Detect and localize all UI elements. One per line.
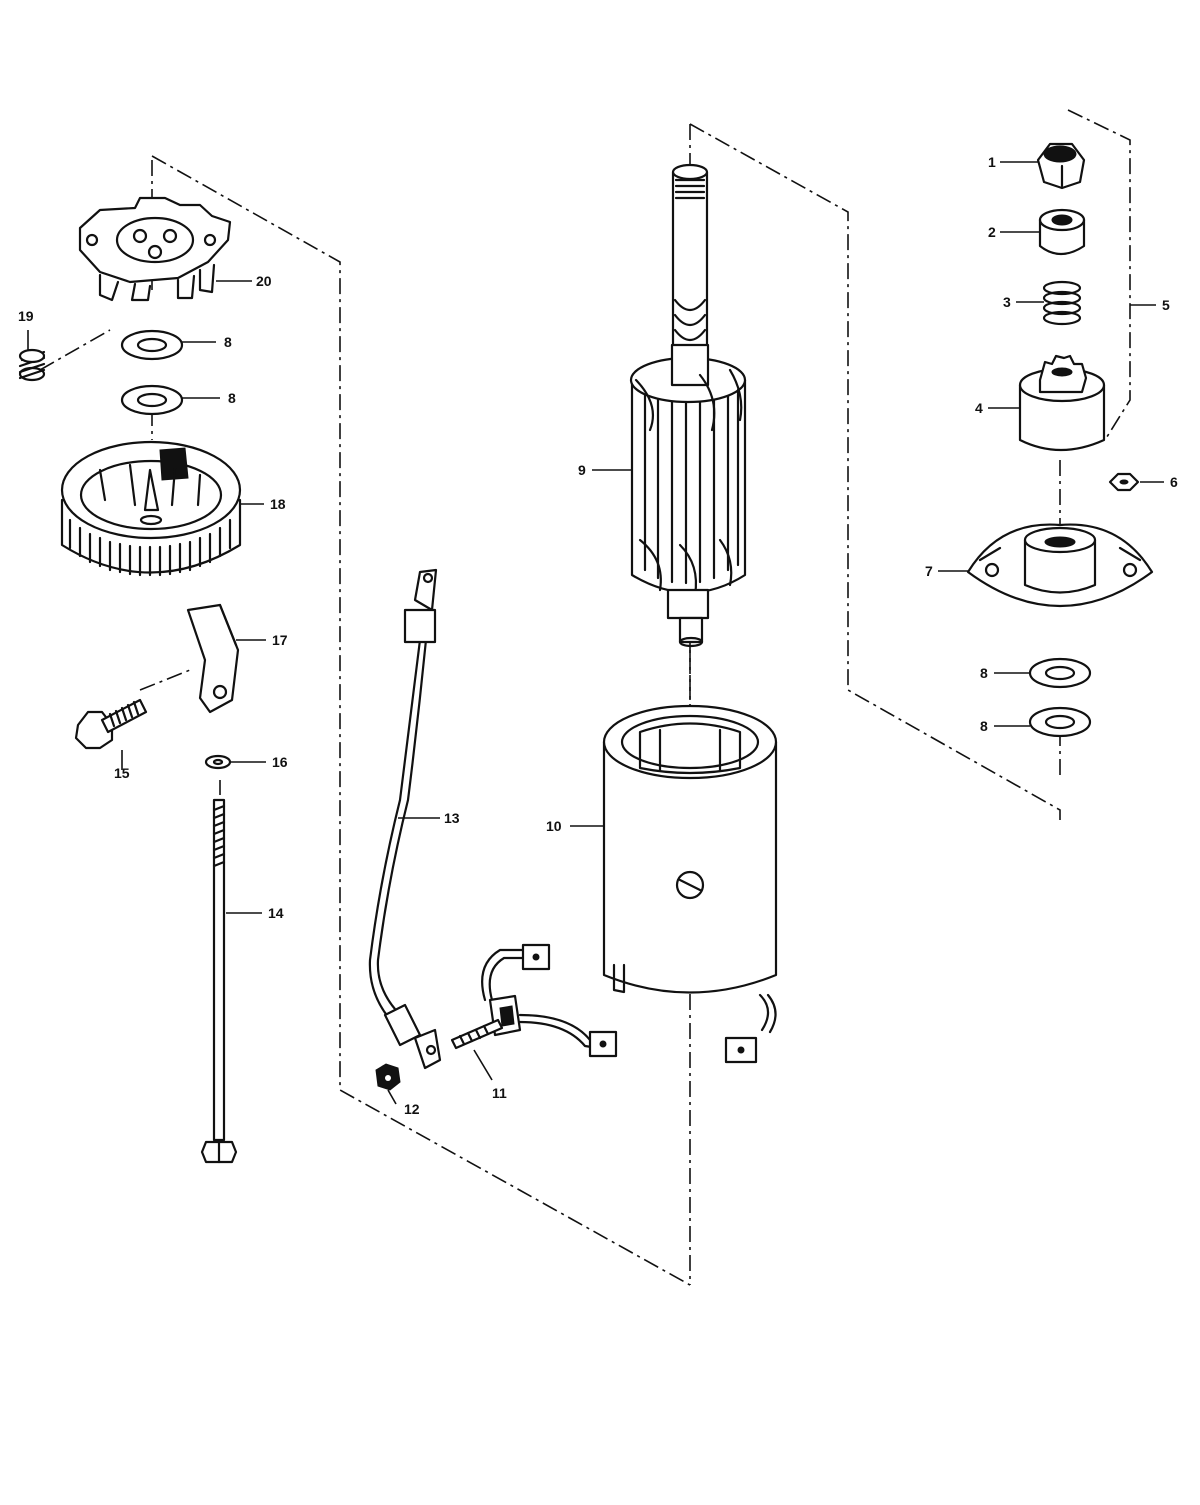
callout-13: 13	[444, 810, 460, 826]
callout-7: 7	[925, 563, 933, 579]
callout-20: 20	[256, 273, 272, 289]
callout-8-left-lower: 8	[228, 390, 236, 406]
part-19-brush-spring	[18, 348, 46, 382]
callout-10: 10	[546, 818, 562, 834]
callout-leaders	[27, 161, 1164, 1105]
part-3-anti-drift-spring	[1042, 280, 1082, 326]
part-9-armature	[629, 163, 747, 648]
part-1-pinion-nut	[1036, 142, 1086, 190]
part-10-field-frame	[602, 704, 778, 1064]
callout-14: 14	[268, 905, 284, 921]
callout-labels: 1 2 3 4 5 6 7 8 8 8 8 9 10 11 12 13 14 1…	[18, 154, 1178, 1117]
callout-3: 3	[1003, 294, 1011, 310]
part-17-terminal-lead	[186, 603, 240, 714]
part-8-thrust-washers-upper	[120, 329, 184, 416]
callout-2: 2	[988, 224, 996, 240]
callout-17: 17	[272, 632, 288, 648]
callout-5: 5	[1162, 297, 1170, 313]
part-8-thrust-washers-lower	[1028, 657, 1092, 738]
part-12-nut	[375, 1063, 401, 1091]
callout-18: 18	[270, 496, 286, 512]
part-14-through-bolt	[200, 798, 238, 1164]
part-18-commutator-end-head	[60, 440, 242, 577]
part-13-cable	[368, 568, 442, 1070]
callout-11: 11	[492, 1085, 507, 1101]
callout-8-left-upper: 8	[224, 334, 232, 350]
callout-15: 15	[114, 765, 130, 781]
part-16-lock-washer	[204, 754, 232, 770]
callout-1: 1	[988, 154, 996, 170]
part-2-spacer	[1038, 208, 1086, 256]
callout-16: 16	[272, 754, 288, 770]
part-15-bolt	[74, 698, 148, 770]
part-7-drive-end-head	[966, 523, 1154, 607]
part-4-pinion-drive	[1018, 354, 1106, 452]
part-6-nut	[1108, 472, 1140, 492]
callout-6: 6	[1170, 474, 1178, 490]
part-11-brush-set	[450, 943, 618, 1058]
callout-9: 9	[578, 462, 586, 478]
callout-4: 4	[975, 400, 983, 416]
callout-12: 12	[404, 1101, 420, 1117]
callout-8-right-lower: 8	[980, 718, 988, 734]
callout-19: 19	[18, 308, 34, 324]
part-20-brush-plate	[78, 196, 232, 302]
callout-8-right-upper: 8	[980, 665, 988, 681]
